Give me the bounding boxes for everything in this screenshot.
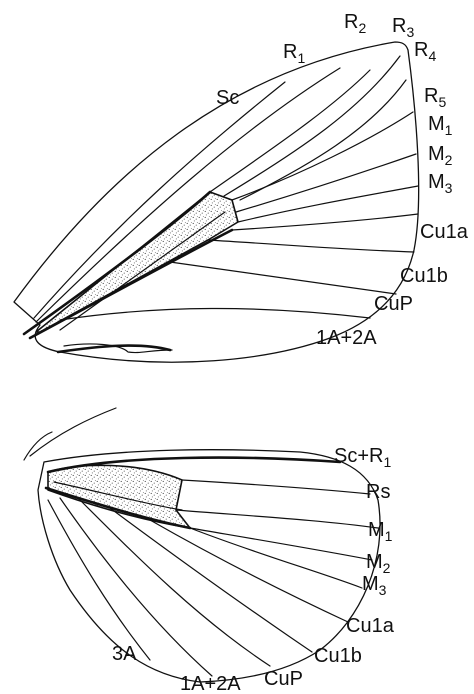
label-fw-sc: Sc bbox=[216, 87, 239, 109]
label-fw-r5: R5 bbox=[424, 85, 446, 110]
label-fw-cup: CuP bbox=[374, 293, 413, 315]
label-fw-cu1a: Cu1a bbox=[420, 221, 469, 243]
label-fw-m3: M3 bbox=[428, 171, 453, 196]
hindwing-frenulum-base bbox=[24, 432, 52, 460]
label-fw-1a2a: 1A+2A bbox=[316, 327, 377, 349]
label-fw-m1: M1 bbox=[428, 113, 453, 138]
label-fw-cu1b: Cu1b bbox=[400, 265, 448, 287]
hindwing bbox=[24, 408, 380, 682]
label-hw-sc-r1: Sc+R1 bbox=[334, 445, 391, 470]
hindwing-frenulum bbox=[30, 408, 116, 456]
label-hw-m3: M3 bbox=[362, 573, 387, 598]
label-fw-m2: M2 bbox=[428, 143, 453, 168]
label-hw-m1: M1 bbox=[368, 519, 393, 544]
label-hw-cu1a: Cu1a bbox=[346, 615, 395, 637]
label-hw-3a: 3A bbox=[112, 643, 137, 665]
label-hw-cup: CuP bbox=[264, 668, 303, 690]
label-fw-r3: R3 bbox=[392, 15, 414, 40]
label-hw-cu1b: Cu1b bbox=[314, 645, 362, 667]
label-fw-r4: R4 bbox=[414, 39, 436, 64]
label-hw-1a2a: 1A+2A bbox=[180, 673, 241, 694]
label-hw-rs: Rs bbox=[366, 481, 390, 503]
label-fw-r2: R2 bbox=[344, 11, 366, 36]
label-fw-r1: R1 bbox=[283, 41, 305, 66]
